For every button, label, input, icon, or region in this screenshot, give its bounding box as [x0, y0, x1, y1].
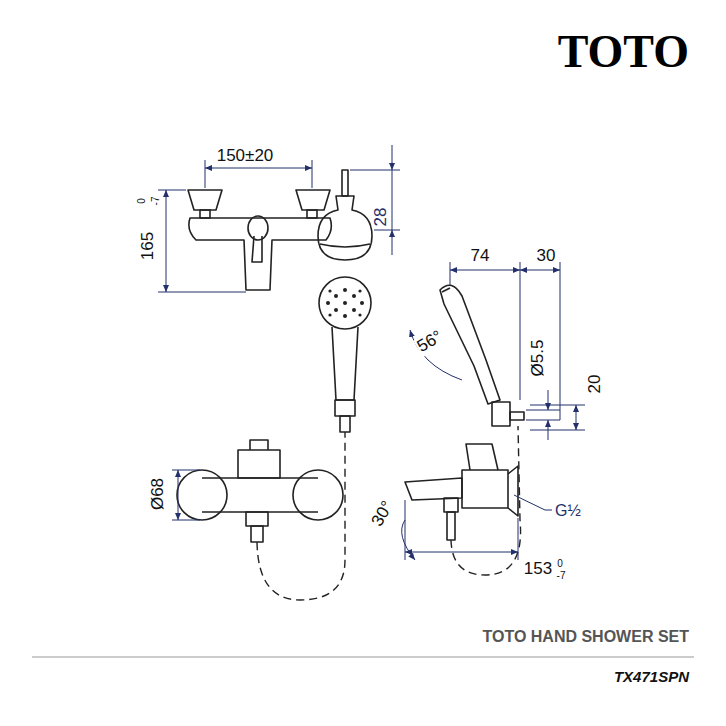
tolerance: 0: [136, 197, 147, 205]
angle: 30°: [368, 497, 398, 530]
model-number: TX471SPN: [613, 669, 690, 686]
dimension: 150±20: [216, 147, 275, 166]
thread-size: G½: [554, 502, 582, 520]
dimension: 165: [139, 231, 158, 261]
dimension: 74: [470, 247, 491, 266]
tolerance: -7: [150, 196, 161, 207]
dimension: 20: [586, 374, 605, 395]
dimension: 153: [523, 560, 553, 579]
dimension: 30: [536, 247, 557, 266]
drawing-caption: TOTO HAND SHOWER SET: [481, 628, 690, 646]
brand-logo: TOTO: [557, 27, 690, 78]
angle: 56°: [413, 327, 446, 357]
tolerance: 0: [556, 558, 564, 569]
tolerance: -7: [556, 570, 567, 581]
dimension: 28: [372, 207, 391, 228]
diameter: Ø5.5: [529, 339, 548, 378]
diameter: Ø68: [149, 477, 168, 511]
